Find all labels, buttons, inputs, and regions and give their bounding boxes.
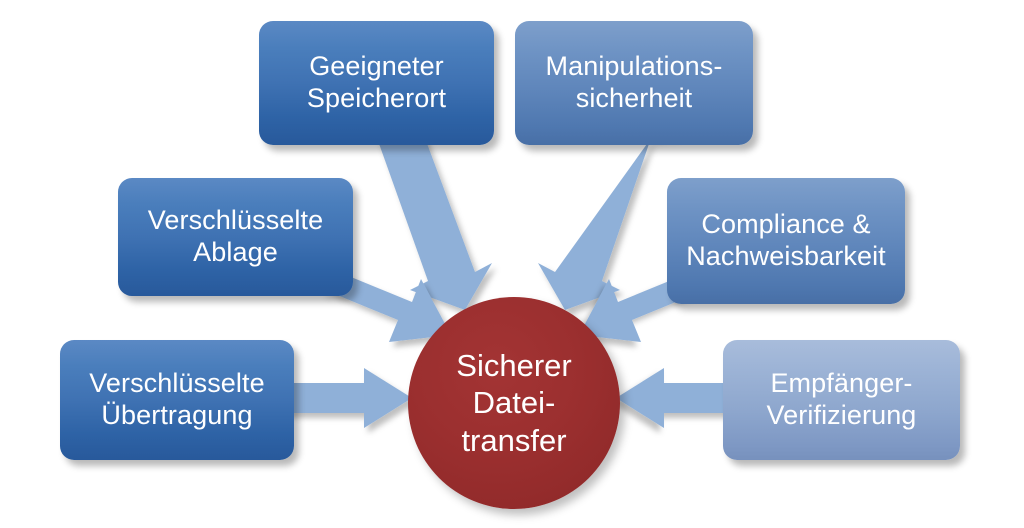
arrow-geeigneter-speicherort-to-center — [352, 130, 492, 310]
node-verschluesselte-uebertragung[interactable]: Verschlüsselte Übertragung — [60, 340, 294, 460]
node-verschluesselte-uebertragung-label: Verschlüsselte Übertragung — [89, 368, 265, 430]
node-compliance-nachweisbarkeit[interactable]: Compliance & Nachweisbarkeit — [667, 178, 905, 304]
node-manipulationssicherheit[interactable]: Manipulations- sicherheit — [515, 21, 753, 145]
node-verschluesselte-ablage-label: Verschlüsselte Ablage — [147, 205, 324, 267]
arrow-empfaenger-verifizierung-to-center — [612, 368, 742, 436]
arrow-verschluesselte-uebertragung-to-center — [286, 368, 416, 436]
arrow-verschluesselte-ablage-to-center — [320, 262, 452, 372]
node-manipulationssicherheit-label: Manipulations- sicherheit — [545, 51, 723, 113]
arrow-manipulationssicherheit-to-center — [532, 130, 702, 310]
node-geeigneter-speicherort[interactable]: Geeigneter Speicherort — [259, 21, 494, 145]
center-node-label: Sicherer Datei- transfer — [456, 347, 572, 458]
node-verschluesselte-ablage[interactable]: Verschlüsselte Ablage — [118, 178, 353, 296]
node-compliance-nachweisbarkeit-label: Compliance & Nachweisbarkeit — [686, 209, 886, 271]
node-empfaenger-verifizierung-label: Empfänger- Verifizierung — [766, 368, 917, 430]
node-empfaenger-verifizierung[interactable]: Empfänger- Verifizierung — [723, 340, 960, 460]
node-geeigneter-speicherort-label: Geeigneter Speicherort — [306, 51, 447, 113]
center-node-sicherer-dateitransfer[interactable]: Sicherer Datei- transfer — [408, 297, 620, 509]
